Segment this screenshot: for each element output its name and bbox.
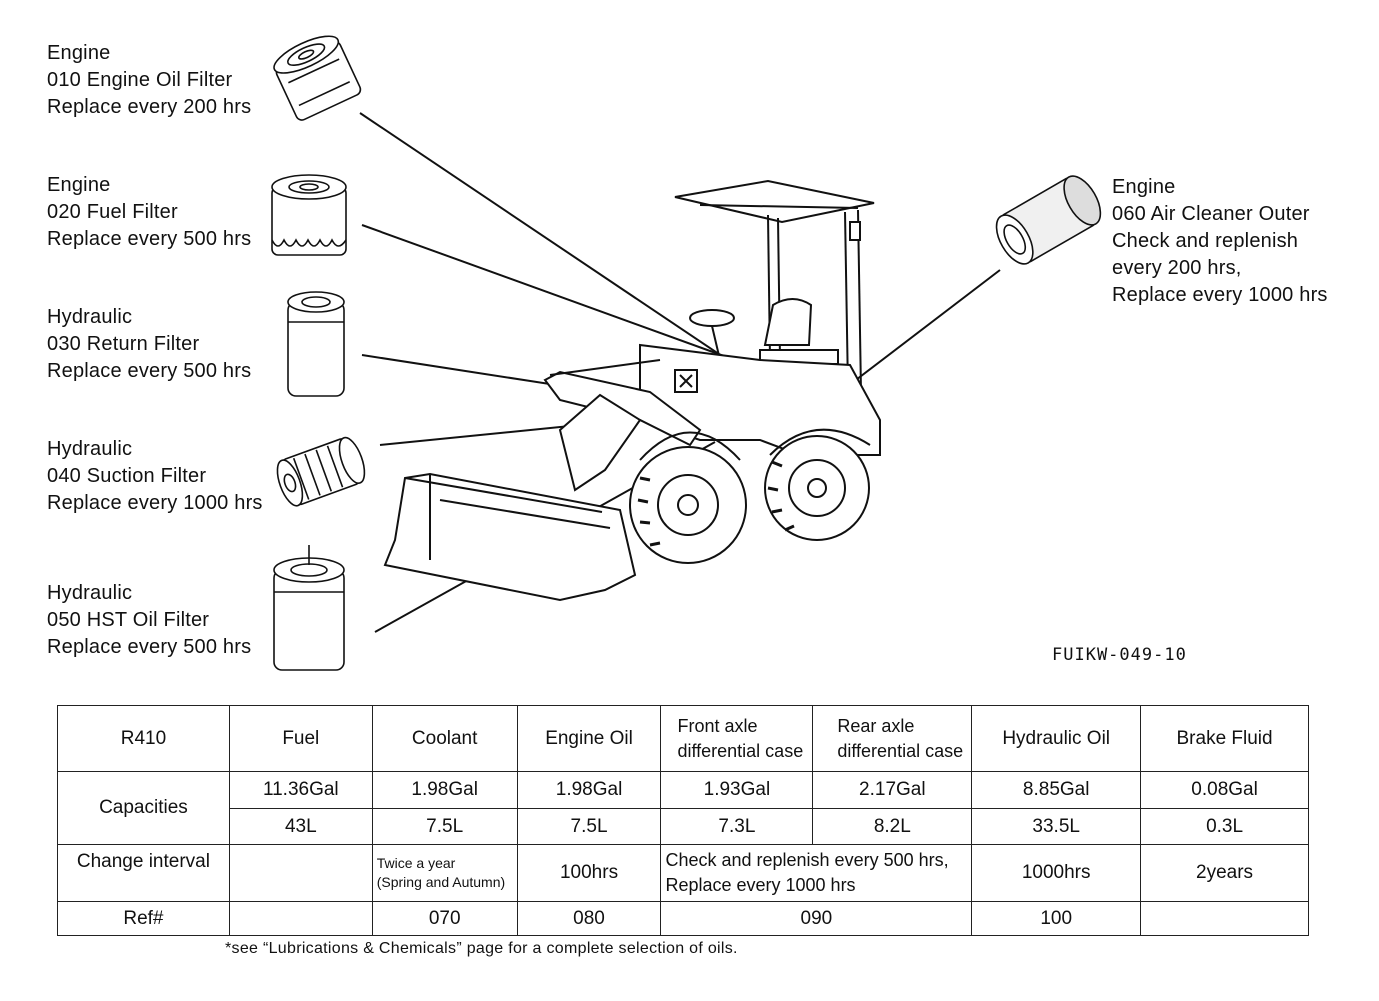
leader-line-020	[361, 224, 736, 361]
brake-change: 2years	[1140, 844, 1309, 902]
table-row-ref: Ref# 070 080 090 100	[57, 901, 1309, 936]
axle-ref: 090	[660, 901, 973, 936]
loader-diagram	[271, 35, 1102, 671]
callout-040-interval: Replace every 1000 hrs	[47, 492, 263, 514]
callout-050-group: Hydraulic	[47, 582, 133, 604]
callout-050: Hydraulic 050 HST Oil Filter Replace eve…	[47, 580, 251, 661]
fuel-liters: 43L	[228, 808, 373, 845]
header-fuel: Fuel	[228, 705, 373, 772]
header-rear-axle-line2: differential case	[837, 740, 964, 761]
axle-change-line1: Check and replenish every 500 hrs,	[665, 850, 949, 870]
engine-oil-ref: 080	[516, 901, 662, 936]
table-row-liters: 43L 7.5L 7.5L 7.3L 8.2L 33.5L 0.3L	[58, 808, 1309, 845]
engine-oil-filter-icon	[273, 35, 362, 121]
fuel-change-empty	[228, 844, 373, 902]
header-rear-axle-line1: Rear axle	[837, 715, 915, 736]
callout-020-interval: Replace every 500 hrs	[47, 228, 252, 250]
coolant-liters: 7.5L	[371, 808, 518, 845]
callout-010-interval: Replace every 200 hrs	[47, 96, 252, 118]
engine-oil-change: 100hrs	[516, 844, 662, 902]
hydraulic-liters: 33.5L	[971, 808, 1142, 845]
coolant-gal: 1.98Gal	[371, 771, 518, 809]
hydraulic-ref: 100	[971, 901, 1142, 936]
callout-040-item: 040 Suction Filter	[47, 465, 207, 487]
callout-040-group: Hydraulic	[47, 438, 133, 460]
brake-ref-empty	[1140, 901, 1309, 936]
suction-filter-icon	[276, 436, 366, 507]
table-row-change-interval: Change interval Twice a year (Spring and…	[57, 844, 1309, 902]
coolant-change: Twice a year (Spring and Autumn)	[371, 844, 518, 902]
air-cleaner-icon	[995, 175, 1102, 265]
model-cell: R410	[57, 705, 230, 772]
header-rear-axle: Rear axle differential case	[812, 705, 973, 772]
engine-oil-gal: 1.98Gal	[516, 771, 662, 809]
header-front-axle-line1: Front axle	[677, 715, 758, 736]
callout-010-group: Engine	[47, 42, 111, 64]
leader-line-010	[359, 112, 766, 386]
rear-axle-liters: 8.2L	[812, 808, 973, 845]
figure-code: FUIKW-049-10	[1052, 645, 1187, 665]
callout-010-item: 010 Engine Oil Filter	[47, 69, 233, 91]
header-hydraulic-oil: Hydraulic Oil	[971, 705, 1142, 772]
callout-020: Engine 020 Fuel Filter Replace every 500…	[47, 172, 251, 253]
rear-axle-gal: 2.17Gal	[812, 771, 973, 809]
wheel-loader-icon	[383, 179, 881, 602]
hst-oil-filter-icon	[273, 545, 345, 671]
return-filter-icon	[287, 291, 345, 397]
callout-010: Engine 010 Engine Oil Filter Replace eve…	[47, 40, 251, 121]
callout-060-interval-3: Replace every 1000 hrs	[1112, 284, 1328, 306]
callout-060: Engine 060 Air Cleaner Outer Check and r…	[1112, 174, 1328, 309]
capacities-table: R410 Fuel Coolant Engine Oil Front axle …	[57, 705, 1309, 936]
header-brake-fluid: Brake Fluid	[1140, 705, 1309, 772]
callout-060-interval-2: every 200 hrs,	[1112, 257, 1242, 279]
callout-040: Hydraulic 040 Suction Filter Replace eve…	[47, 436, 263, 517]
callout-030-group: Hydraulic	[47, 306, 133, 328]
fuel-ref-empty	[228, 901, 373, 936]
capacities-label: Capacities	[57, 771, 230, 845]
coolant-change-line2: (Spring and Autumn)	[376, 874, 506, 890]
change-interval-label: Change interval	[57, 844, 230, 902]
footnote: *see “Lubrications & Chemicals” page for…	[225, 940, 738, 957]
callout-020-item: 020 Fuel Filter	[47, 201, 178, 223]
table-header-row: R410 Fuel Coolant Engine Oil Front axle …	[57, 705, 1309, 772]
callout-060-item: 060 Air Cleaner Outer	[1112, 203, 1310, 225]
callout-030: Hydraulic 030 Return Filter Replace ever…	[47, 304, 251, 385]
coolant-change-line1: Twice a year	[376, 855, 456, 871]
axle-change-line2: Replace every 1000 hrs	[665, 875, 856, 895]
engine-oil-liters: 7.5L	[516, 808, 662, 845]
header-engine-oil: Engine Oil	[516, 705, 662, 772]
axle-change: Check and replenish every 500 hrs, Repla…	[660, 844, 973, 902]
callout-060-interval-1: Check and replenish	[1112, 230, 1299, 252]
ref-label: Ref#	[57, 901, 230, 936]
fuel-filter-icon	[271, 174, 347, 256]
front-axle-gal: 1.93Gal	[660, 771, 814, 809]
fuel-gal: 11.36Gal	[228, 771, 373, 809]
coolant-ref: 070	[371, 901, 518, 936]
header-coolant: Coolant	[371, 705, 518, 772]
callout-050-item: 050 HST Oil Filter	[47, 609, 210, 631]
front-axle-liters: 7.3L	[660, 808, 814, 845]
callout-060-group: Engine	[1112, 176, 1176, 198]
callout-030-item: 030 Return Filter	[47, 333, 200, 355]
hydraulic-change: 1000hrs	[971, 844, 1142, 902]
callout-020-group: Engine	[47, 174, 111, 196]
header-front-axle: Front axle differential case	[660, 705, 814, 772]
callout-030-interval: Replace every 500 hrs	[47, 360, 252, 382]
callout-050-interval: Replace every 500 hrs	[47, 636, 252, 658]
brake-gal: 0.08Gal	[1140, 771, 1309, 809]
brake-liters: 0.3L	[1140, 808, 1309, 845]
table-row-gal: Capacities 11.36Gal 1.98Gal 1.98Gal 1.93…	[57, 771, 1309, 845]
header-front-axle-line2: differential case	[677, 740, 804, 761]
hydraulic-gal: 8.85Gal	[971, 771, 1142, 809]
